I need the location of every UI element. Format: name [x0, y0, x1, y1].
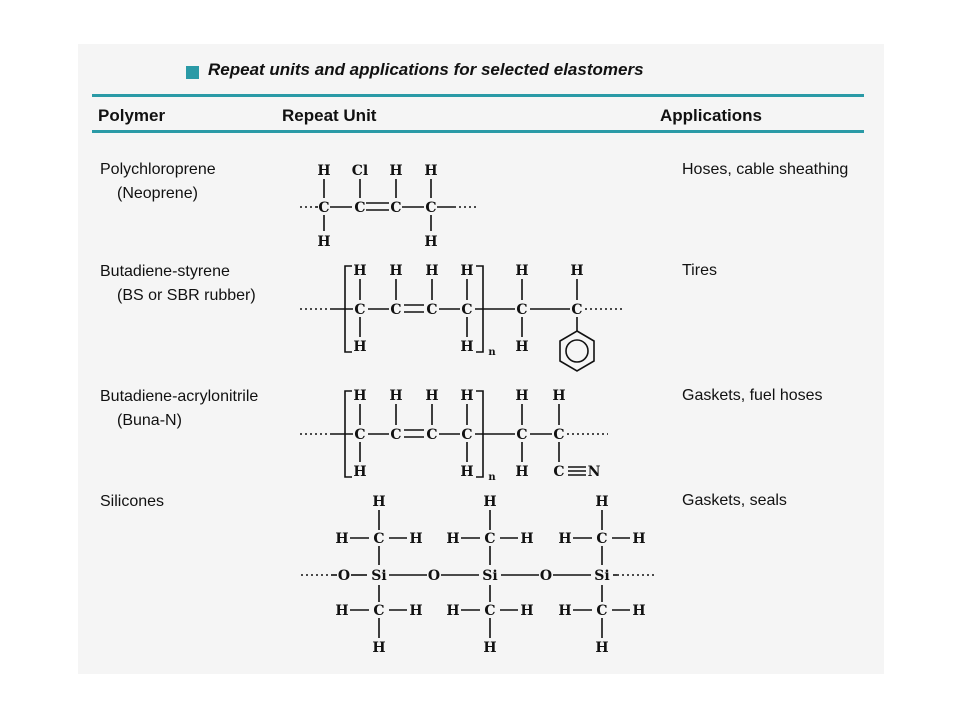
atom-c: C: [461, 302, 472, 318]
atom-h: H: [520, 531, 533, 547]
header-polymer: Polymer: [98, 106, 166, 125]
polymer-alt-name: (BS or SBR rubber): [117, 287, 256, 304]
polymer-name: Polychloroprene: [100, 161, 216, 178]
atom-h: H: [515, 263, 528, 279]
atom-h: H: [353, 388, 366, 404]
atom-h: H: [570, 263, 583, 279]
applications-text: Hoses, cable sheathing: [682, 161, 849, 178]
atom-h: H: [460, 388, 473, 404]
atom-h: H: [425, 263, 438, 279]
atom-c: C: [596, 603, 607, 619]
atom-c: C: [390, 302, 401, 318]
applications-text: Gaskets, seals: [682, 492, 787, 509]
atom-h: H: [335, 603, 348, 619]
atom-h: H: [424, 234, 437, 250]
atom-si: Si: [371, 568, 386, 584]
atom-c: C: [390, 200, 401, 216]
atom-c: C: [318, 200, 329, 216]
atom-c: C: [373, 531, 384, 547]
atom-h: H: [353, 263, 366, 279]
atom-h: H: [460, 339, 473, 355]
atom-o: O: [428, 568, 440, 584]
atom-c: C: [426, 427, 437, 443]
atom-o: O: [338, 568, 350, 584]
structure-polychloroprene: H Cl H H C C C C H H: [290, 155, 490, 255]
atom-h: H: [317, 163, 330, 179]
atom-h: H: [595, 640, 608, 656]
polymer-alt-name: (Buna-N): [117, 412, 182, 429]
atom-c: C: [484, 531, 495, 547]
atom-c: C: [373, 603, 384, 619]
atom-h: H: [460, 263, 473, 279]
document-page: [78, 44, 884, 674]
atom-h: H: [424, 163, 437, 179]
structure-butadiene-styrene: H H H H H H C C C C C C H H H n: [290, 255, 640, 375]
atom-h: H: [446, 531, 459, 547]
atom-h: H: [552, 388, 565, 404]
atom-h: H: [353, 339, 366, 355]
atom-h: H: [389, 263, 402, 279]
atom-h: H: [409, 531, 422, 547]
table-title: Repeat units and applications for select…: [208, 60, 644, 79]
atom-h: H: [335, 531, 348, 547]
atom-si: Si: [482, 568, 497, 584]
polymer-name: Butadiene-styrene: [100, 263, 230, 280]
atom-c: C: [354, 302, 365, 318]
polymer-name: Butadiene-acrylonitrile: [100, 388, 259, 405]
title-marker-square: [186, 66, 199, 79]
atom-si: Si: [594, 568, 609, 584]
atom-c: C: [461, 427, 472, 443]
atom-h: H: [632, 603, 645, 619]
atom-h: H: [353, 464, 366, 480]
header-applications: Applications: [660, 106, 763, 125]
atom-c: C: [426, 302, 437, 318]
header-top-rule: [92, 94, 864, 97]
atom-h: H: [389, 163, 402, 179]
atom-h: H: [632, 531, 645, 547]
atom-c: C: [516, 302, 527, 318]
atom-c: C: [553, 427, 564, 443]
atom-h: H: [483, 494, 496, 510]
atom-c: C: [484, 603, 495, 619]
atom-h: H: [520, 603, 533, 619]
header-bottom-rule: [92, 130, 864, 133]
atom-h: H: [515, 464, 528, 480]
atom-h: H: [317, 234, 330, 250]
atom-c: C: [354, 200, 365, 216]
atom-h: H: [409, 603, 422, 619]
atom-h: H: [425, 388, 438, 404]
atom-h: H: [483, 640, 496, 656]
atom-c: C: [596, 531, 607, 547]
atom-h: H: [558, 531, 571, 547]
atom-c: C: [390, 427, 401, 443]
atom-h: H: [558, 603, 571, 619]
atom-cl: Cl: [352, 163, 368, 179]
atom-n: N: [588, 464, 601, 480]
atom-h: H: [389, 388, 402, 404]
atom-o: O: [540, 568, 552, 584]
polymer-name: Silicones: [100, 493, 165, 510]
atom-c: C: [354, 427, 365, 443]
polymer-alt-name: (Neoprene): [117, 185, 198, 202]
atom-h: H: [515, 339, 528, 355]
atom-h: H: [595, 494, 608, 510]
repeat-subscript-n: n: [488, 472, 496, 483]
applications-text: Tires: [682, 262, 717, 279]
atom-c: C: [516, 427, 527, 443]
atom-c: C: [571, 302, 582, 318]
atom-h: H: [372, 494, 385, 510]
structure-butadiene-acrylonitrile: H H H H H H C C C C C C H H H C N n: [290, 380, 620, 485]
repeat-subscript-n: n: [488, 347, 496, 358]
atom-h: H: [460, 464, 473, 480]
atom-h: H: [372, 640, 385, 656]
atom-c: C: [425, 200, 436, 216]
atom-h: H: [446, 603, 459, 619]
applications-text: Gaskets, fuel hoses: [682, 387, 823, 404]
atom-c: C: [553, 464, 564, 480]
atom-h: H: [515, 388, 528, 404]
header-repeat-unit: Repeat Unit: [282, 106, 377, 125]
structure-silicones: O O O Si Si Si H C H H C H H H H C H H C…: [295, 490, 665, 660]
